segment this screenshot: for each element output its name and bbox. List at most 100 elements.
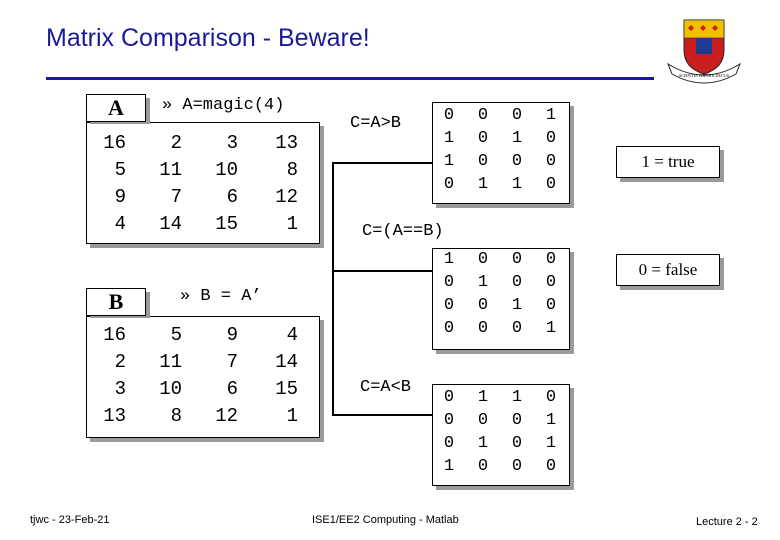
matrix-cell: 1 bbox=[477, 434, 489, 453]
matrix-cell: 0 bbox=[477, 106, 489, 125]
matrix-cell: 0 bbox=[545, 296, 557, 315]
matrix-cell: 1 bbox=[443, 152, 455, 171]
gt-result-panel bbox=[432, 102, 570, 204]
matrix-cell: 0 bbox=[477, 250, 489, 269]
matrix-cell: 3 bbox=[114, 378, 126, 400]
matrix-cell: 5 bbox=[114, 159, 126, 181]
matrix-cell: 0 bbox=[545, 457, 557, 476]
matrix-cell: 0 bbox=[511, 273, 523, 292]
matrix-cell: 6 bbox=[226, 378, 238, 400]
matrix-cell: 0 bbox=[511, 457, 523, 476]
matrix-cell: 0 bbox=[545, 152, 557, 171]
matrix-cell: 0 bbox=[443, 434, 455, 453]
slide-title: Matrix Comparison - Beware! bbox=[46, 24, 370, 52]
lt-result-values: 0 1 1 0 0 0 0 1 0 1 0 1 1 0 0 0 bbox=[432, 388, 568, 480]
matrix-cell: 0 bbox=[545, 129, 557, 148]
matrix-cell: 6 bbox=[226, 186, 238, 208]
false-note: 0 = false bbox=[616, 254, 720, 286]
matrix-cell: 8 bbox=[286, 159, 298, 181]
matrix-cell: 1 bbox=[511, 296, 523, 315]
matrix-b-panel bbox=[86, 316, 320, 438]
footer-page: Lecture 2 - 2 bbox=[696, 516, 758, 528]
matrix-cell: 1 bbox=[545, 319, 557, 338]
matrix-cell: 0 bbox=[511, 152, 523, 171]
matrix-cell: 1 bbox=[477, 388, 489, 407]
matrix-cell: 3 bbox=[226, 132, 238, 154]
matrix-cell: 0 bbox=[443, 175, 455, 194]
matrix-cell: 14 bbox=[159, 213, 182, 235]
matrix-cell: 1 bbox=[443, 129, 455, 148]
footer-course: ISE1/EE2 Computing - Matlab bbox=[312, 514, 459, 526]
matrix-cell: 1 bbox=[511, 129, 523, 148]
connector-line bbox=[332, 162, 334, 416]
true-note: 1 = true bbox=[616, 146, 720, 178]
matrix-cell: 1 bbox=[511, 388, 523, 407]
matrix-cell: 0 bbox=[443, 388, 455, 407]
matrix-cell: 14 bbox=[275, 351, 298, 373]
matrix-cell: 1 bbox=[286, 213, 298, 235]
eq-command: C=(A==B) bbox=[362, 222, 444, 241]
matrix-cell: 12 bbox=[215, 405, 238, 427]
matrix-b-command: » B = A’ bbox=[180, 287, 262, 306]
connector-line bbox=[332, 414, 432, 416]
matrix-cell: 0 bbox=[443, 106, 455, 125]
matrix-cell: 13 bbox=[275, 132, 298, 154]
matrix-cell: 1 bbox=[443, 457, 455, 476]
matrix-cell: 0 bbox=[545, 388, 557, 407]
matrix-cell: 2 bbox=[114, 351, 126, 373]
connector-line bbox=[332, 270, 432, 272]
matrix-cell: 0 bbox=[477, 457, 489, 476]
matrix-cell: 16 bbox=[103, 324, 126, 346]
matrix-a-label: A bbox=[86, 94, 146, 122]
matrix-cell: 1 bbox=[545, 411, 557, 430]
matrix-a-command: » A=magic(4) bbox=[162, 96, 285, 115]
footer-author-date: tjwc - 23-Feb-21 bbox=[30, 514, 110, 526]
matrix-cell: 1 bbox=[286, 405, 298, 427]
matrix-cell: 10 bbox=[159, 378, 182, 400]
matrix-cell: 1 bbox=[545, 434, 557, 453]
matrix-cell: 0 bbox=[477, 319, 489, 338]
lt-command: C=A<B bbox=[360, 378, 412, 397]
matrix-cell: 7 bbox=[170, 186, 182, 208]
matrix-a-panel bbox=[86, 122, 320, 244]
matrix-cell: 0 bbox=[545, 250, 557, 269]
matrix-cell: 1 bbox=[545, 106, 557, 125]
matrix-cell: 0 bbox=[511, 411, 523, 430]
crest-banner: SCIENTIA IMPERII DECUS bbox=[679, 73, 730, 78]
matrix-cell: 0 bbox=[443, 319, 455, 338]
matrix-cell: 0 bbox=[477, 296, 489, 315]
matrix-cell: 0 bbox=[443, 411, 455, 430]
matrix-cell: 0 bbox=[511, 319, 523, 338]
matrix-cell: 4 bbox=[286, 324, 298, 346]
matrix-cell: 5 bbox=[170, 324, 182, 346]
matrix-cell: 1 bbox=[477, 273, 489, 292]
matrix-cell: 4 bbox=[114, 213, 126, 235]
matrix-cell: 12 bbox=[275, 186, 298, 208]
college-crest-icon: SCIENTIA IMPERII DECUS bbox=[666, 19, 742, 84]
matrix-cell: 0 bbox=[443, 296, 455, 315]
matrix-cell: 13 bbox=[103, 405, 126, 427]
matrix-cell: 0 bbox=[477, 152, 489, 171]
matrix-cell: 0 bbox=[477, 129, 489, 148]
matrix-cell: 11 bbox=[159, 159, 182, 181]
matrix-cell: 0 bbox=[511, 106, 523, 125]
matrix-cell: 9 bbox=[226, 324, 238, 346]
matrix-cell: 0 bbox=[545, 273, 557, 292]
matrix-b-label: B bbox=[86, 288, 146, 316]
matrix-cell: 0 bbox=[545, 175, 557, 194]
connector-line bbox=[332, 162, 432, 164]
lt-result-panel bbox=[432, 384, 570, 486]
gt-command: C=A>B bbox=[350, 114, 402, 133]
eq-result-panel bbox=[432, 248, 570, 350]
matrix-cell: 0 bbox=[477, 411, 489, 430]
matrix-cell: 0 bbox=[443, 273, 455, 292]
matrix-cell: 9 bbox=[114, 186, 126, 208]
matrix-cell: 16 bbox=[103, 132, 126, 154]
matrix-cell: 0 bbox=[511, 434, 523, 453]
matrix-cell: 11 bbox=[159, 351, 182, 373]
matrix-cell: 15 bbox=[215, 213, 238, 235]
matrix-cell: 0 bbox=[511, 250, 523, 269]
